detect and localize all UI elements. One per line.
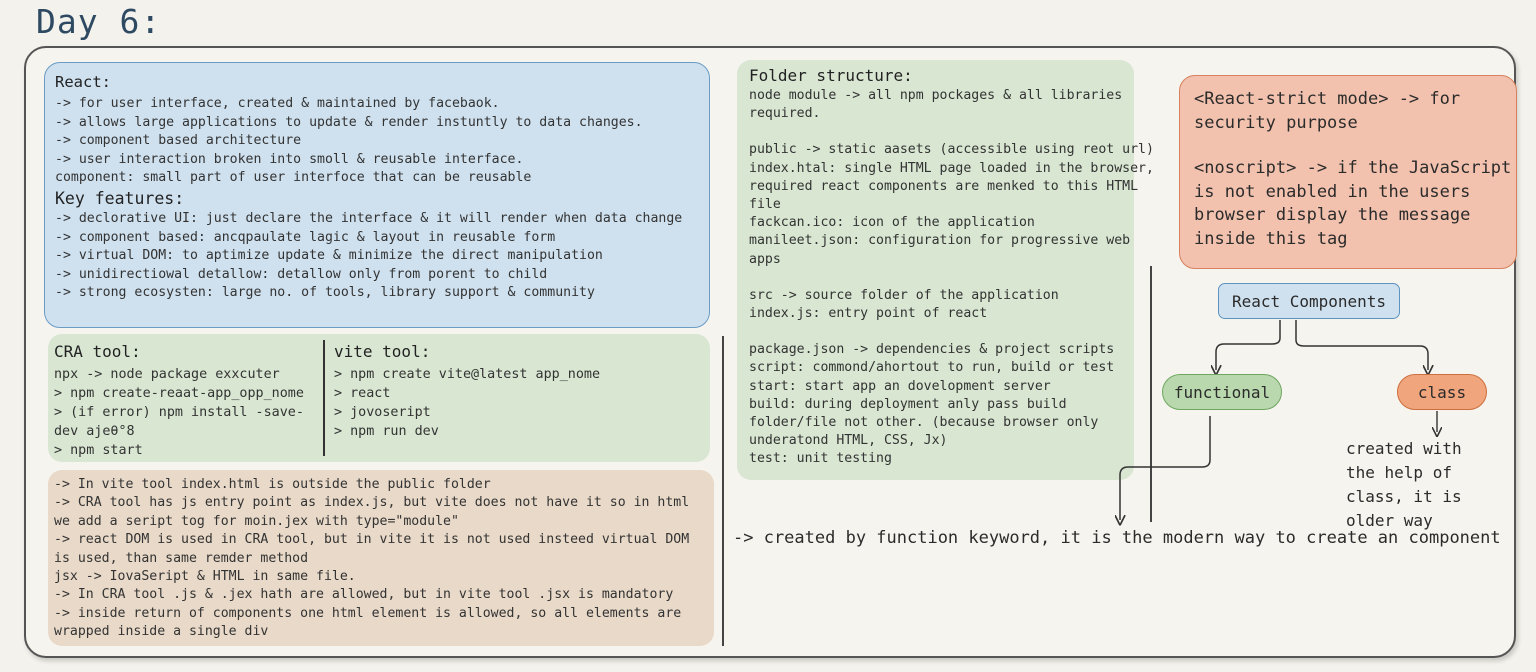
- react-line: -> user interaction broken into smoll & …: [55, 151, 524, 167]
- folder-line: file: [749, 197, 781, 213]
- vite-line: > jovoseript: [334, 405, 431, 420]
- folder-heading: Folder structure:: [749, 66, 913, 85]
- folder-line: index.htal: single HTML page loaded in t…: [749, 160, 1154, 176]
- note-line: -> In vite tool index.html is outside th…: [54, 477, 491, 492]
- note-line: -> inside return of components one html …: [54, 605, 682, 621]
- folder-line: package.json -> dependencies & project s…: [749, 342, 1115, 358]
- cra-line: > (if error) npm install -save-dev ajeθ°…: [54, 405, 304, 439]
- vite-line: > npm run dev: [334, 424, 439, 439]
- note-line: -> react DOM is used in CRA tool, but in…: [54, 532, 690, 548]
- folder-line: script: commond/ahortout to run, build o…: [749, 360, 1115, 376]
- vite-line: > react: [334, 386, 391, 401]
- strict-line: security purpose: [1194, 112, 1358, 133]
- feature-line: -> component based: ancqpaulate lagic & …: [55, 229, 556, 245]
- functional-component-note: -> created by function keyword, it is th…: [733, 528, 1501, 548]
- folder-line: test: unit testing: [749, 451, 892, 467]
- noscript-line: browser display the message: [1194, 205, 1471, 226]
- note-line: wrapped inside a single div: [54, 624, 269, 640]
- key-features-heading: Key features:: [55, 188, 185, 208]
- note-line: -> In CRA tool .js & .jex hath are allow…: [54, 587, 674, 603]
- feature-line: -> unidirectiowal detallow: detallow onl…: [55, 266, 548, 282]
- note-line: is used, than same remder method: [54, 550, 309, 566]
- folder-line: src -> source folder of the application: [749, 287, 1059, 303]
- folder-line: build: during deployment anly pass build: [749, 396, 1067, 412]
- folder-line: fackcan.ico: icon of the application: [749, 215, 1035, 231]
- folder-line: manileet.json: configuration for progres…: [749, 233, 1131, 249]
- vite-heading: vite tool:: [334, 342, 431, 361]
- react-line: -> for user interface, created & maintai…: [55, 96, 500, 111]
- folder-line: node module -> all npm pockages & all li…: [749, 88, 1123, 103]
- class-component-note: created with the help of class, it is ol…: [1346, 437, 1462, 533]
- class-note-line: the help of: [1346, 463, 1452, 482]
- cra-tool-section: CRA tool: npx -> node package exxcuter >…: [54, 342, 316, 460]
- class-note-line: created with: [1346, 439, 1462, 458]
- vite-vs-cra-notes-card: -> In vite tool index.html is outside th…: [48, 470, 714, 646]
- feature-line: -> declorative UI: just declare the inte…: [55, 210, 683, 226]
- class-component-node: class: [1397, 374, 1487, 410]
- react-line: -> allows large applications to update &…: [55, 114, 643, 130]
- cra-vite-divider: [323, 340, 325, 456]
- column-divider: [722, 336, 724, 646]
- note-line: -> CRA tool has js entry point as index.…: [54, 495, 690, 511]
- folder-line: public -> static aasets (accessible usin…: [749, 142, 1154, 158]
- functional-component-node: functional: [1162, 374, 1282, 410]
- cra-heading: CRA tool:: [54, 342, 141, 361]
- class-note-line: class, it is: [1346, 487, 1462, 506]
- feature-line: -> virtual DOM: to aptimize update & min…: [55, 248, 603, 264]
- noscript-line: inside this tag: [1194, 228, 1348, 249]
- class-note-line: older way: [1346, 511, 1433, 530]
- folder-divider-line: [1150, 266, 1152, 522]
- react-card: React: -> for user interface, created & …: [44, 62, 710, 328]
- folder-line: required.: [749, 106, 821, 122]
- folder-structure-card: Folder structure: node module -> all npm…: [737, 60, 1154, 480]
- note-line: jsx -> IovaSeript & HTML in same file.: [54, 569, 356, 585]
- folder-line: required react components are menked to …: [749, 178, 1139, 194]
- strict-mode-card: <React-strict mode> -> for security purp…: [1179, 75, 1517, 269]
- noscript-line: is not enabled in the users: [1194, 181, 1471, 202]
- folder-line: index.js: entry point of react: [749, 306, 988, 322]
- cra-vite-card: CRA tool: npx -> node package exxcuter >…: [48, 334, 710, 462]
- cra-line: > npm start: [54, 443, 143, 458]
- page-title: Day 6:: [36, 2, 162, 41]
- folder-line: folder/file not other. (because browser …: [749, 415, 1099, 431]
- cra-line: npx -> node package exxcuter: [54, 367, 280, 382]
- react-line: -> component based architecture: [55, 133, 302, 149]
- note-line: we add a seript tog for moin.jex with ty…: [54, 513, 459, 529]
- react-line: component: small part of user interfoce …: [55, 170, 532, 186]
- vite-tool-section: vite tool: > npm create vite@latest app_…: [334, 342, 600, 441]
- react-heading: React:: [55, 73, 111, 91]
- vite-line: > npm create vite@latest app_nome: [334, 367, 601, 382]
- cra-line: > npm create-reaat-app_opp_nome: [54, 386, 304, 401]
- folder-line: underatond HTML, CSS, Jx): [749, 433, 948, 449]
- strict-line: <React-strict mode> -> for: [1194, 89, 1461, 109]
- folder-line: apps: [749, 251, 781, 267]
- folder-line: start: start app an dovelopment server: [749, 378, 1051, 394]
- feature-line: -> strong ecosysten: large no. of tools,…: [55, 285, 595, 301]
- react-components-node: React Components: [1218, 283, 1400, 319]
- noscript-line: <noscript> -> if the JavaScript: [1194, 158, 1512, 179]
